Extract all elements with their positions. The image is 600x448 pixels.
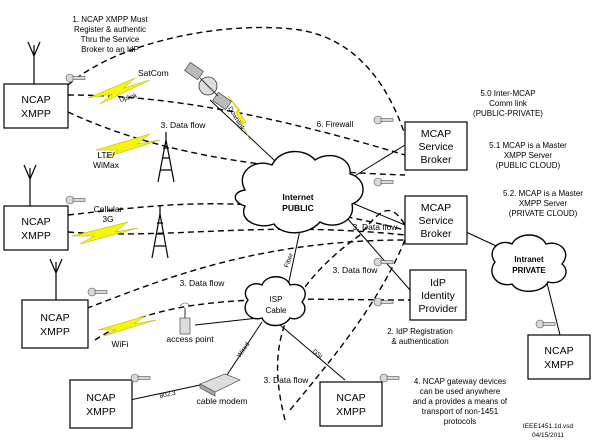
svg-text:NCAP: NCAP xyxy=(336,392,365,404)
svg-text:and a provides a means of: and a provides a means of xyxy=(413,397,508,406)
svg-text:Identity: Identity xyxy=(421,290,456,302)
wifi-label: WiFi xyxy=(112,339,129,349)
access-point-label: access point xyxy=(166,334,214,344)
antenna-icon xyxy=(23,41,63,300)
lte-label-2: WiMax xyxy=(93,160,120,170)
ncap-box-1: NCAP XMPP xyxy=(3,83,69,129)
footer-date: 04/15/2011 xyxy=(532,432,564,439)
internet-label: Internet xyxy=(282,192,313,202)
svg-text:NCAP: NCAP xyxy=(21,94,50,106)
cable-label: Cable xyxy=(266,306,287,315)
dataflow-label: 3. Data flow xyxy=(353,222,399,232)
cellular-label-2: 3G xyxy=(102,214,113,224)
svg-text:NCAP: NCAP xyxy=(86,392,115,404)
dataflow-lines xyxy=(67,26,411,421)
note-5-1: 5.1 MCAP is a Master XMPP Server (PUBLIC… xyxy=(489,141,567,170)
svg-text:XMPP: XMPP xyxy=(544,359,574,371)
intranet-label: Intranet xyxy=(514,255,544,264)
svg-text:NCAP: NCAP xyxy=(40,312,69,324)
svg-text:MCAP: MCAP xyxy=(421,202,451,214)
access-point-icon xyxy=(179,302,191,335)
dataflow-label: 3. Data flow xyxy=(333,265,379,275)
note-5-2: 5.2. MCAP is a Master XMPP Server (PRIVA… xyxy=(503,189,583,218)
svg-text:Comm link: Comm link xyxy=(489,99,528,108)
public-label: PUBLIC xyxy=(282,203,314,213)
footer-file: IEEE1451.1d.vsd xyxy=(523,423,574,430)
svg-text:NCAP: NCAP xyxy=(21,216,50,228)
svg-text:(PRIVATE CLOUD): (PRIVATE CLOUD) xyxy=(509,209,578,218)
wireless-bolts xyxy=(71,77,251,337)
svg-text:protocols: protocols xyxy=(444,417,476,426)
svg-text:5.1 MCAP is a Master: 5.1 MCAP is a Master xyxy=(489,141,567,150)
ncap-box-3: NCAP XMPP xyxy=(21,299,89,349)
note-1: 1. NCAP XMPP Must Register & authentic T… xyxy=(72,15,148,54)
std-8023-label: 802.3 xyxy=(159,390,177,400)
svg-text:Provider: Provider xyxy=(418,303,458,315)
dsl-label: DSL xyxy=(311,348,325,362)
ncap-box-5: NCAP XMPP xyxy=(319,381,383,427)
svg-text:transport of non-1451: transport of non-1451 xyxy=(422,407,499,416)
svg-text:(PUBLIC-PRIVATE): (PUBLIC-PRIVATE) xyxy=(473,109,543,118)
isp-label: ISP xyxy=(270,295,283,304)
svg-text:MCAP: MCAP xyxy=(421,128,451,140)
wired-label: Wired xyxy=(236,341,252,359)
uplink-label: Uplink xyxy=(119,92,139,104)
svg-text:5.0 Inter-MCAP: 5.0 Inter-MCAP xyxy=(480,89,535,98)
svg-text:XMPP: XMPP xyxy=(336,406,366,418)
svg-text:XMPP: XMPP xyxy=(21,108,51,120)
satellite-icon xyxy=(184,61,232,111)
svg-text:& authentication: & authentication xyxy=(391,337,448,346)
note-4: 4. NCAP gateway devices can be used anyw… xyxy=(413,377,508,426)
svg-text:4. NCAP gateway devices: 4. NCAP gateway devices xyxy=(414,377,506,386)
svg-text:NCAP: NCAP xyxy=(544,345,573,357)
svg-text:XMPP: XMPP xyxy=(21,230,51,242)
isp-cloud: ISP Cable xyxy=(244,276,306,327)
svg-text:Service: Service xyxy=(418,215,453,227)
svg-text:XMPP Server: XMPP Server xyxy=(504,151,553,160)
key-icons xyxy=(65,73,556,383)
cable-modem-label: cable modem xyxy=(196,396,247,406)
ncap-box-2: NCAP XMPP xyxy=(3,205,69,251)
cable-modem-icon xyxy=(199,373,241,397)
dataflow-label: 3. Data flow xyxy=(161,120,207,130)
svg-text:Thru the Service: Thru the Service xyxy=(81,35,140,44)
svg-text:IdP: IdP xyxy=(430,277,446,289)
svg-text:(PUBLIC CLOUD): (PUBLIC CLOUD) xyxy=(496,161,561,170)
svg-text:Broker: Broker xyxy=(421,228,452,240)
intranet-cloud: Intranet PRIVATE xyxy=(491,234,567,292)
svg-text:Service: Service xyxy=(418,141,453,153)
svg-text:Broker: Broker xyxy=(421,154,452,166)
svg-text:1. NCAP XMPP Must: 1. NCAP XMPP Must xyxy=(72,15,148,24)
lte-label-1: LTE/ xyxy=(97,150,115,160)
idp-identity-provider: IdP Identity Provider xyxy=(409,269,467,321)
firewall-label: 6. Firewall xyxy=(317,120,354,129)
internet-cloud: Internet PUBLIC xyxy=(234,150,364,234)
svg-text:Broker to an IdP: Broker to an IdP xyxy=(81,45,139,54)
satcom-label: SatCom xyxy=(138,68,169,78)
mcap-service-broker-2: MCAP Service Broker xyxy=(404,195,468,245)
svg-text:2. IdP Registration: 2. IdP Registration xyxy=(387,327,453,336)
svg-text:Register & authentic: Register & authentic xyxy=(74,25,146,34)
ncap-box-6: NCAP XMPP xyxy=(527,334,591,380)
private-label: PRIVATE xyxy=(512,266,546,275)
svg-text:XMPP Server: XMPP Server xyxy=(519,199,568,208)
cell-tower-icon xyxy=(151,132,175,259)
mcap-service-broker-1: MCAP Service Broker xyxy=(404,121,468,171)
cellular-label-1: Cellular xyxy=(94,204,123,214)
dataflow-label: 3. Data flow xyxy=(180,278,226,288)
dataflow-label: 3. Data flow xyxy=(264,375,310,385)
svg-text:XMPP: XMPP xyxy=(86,406,116,418)
ncap-box-4: NCAP XMPP xyxy=(69,379,133,429)
svg-text:can be used anywhere: can be used anywhere xyxy=(420,387,501,396)
fiber-label: Fiber xyxy=(283,252,295,269)
note-2: 2. IdP Registration & authentication xyxy=(387,327,453,346)
svg-text:5.2. MCAP is a Master: 5.2. MCAP is a Master xyxy=(503,189,583,198)
svg-text:XMPP: XMPP xyxy=(40,326,70,338)
note-5-0: 5.0 Inter-MCAP Comm link (PUBLIC-PRIVATE… xyxy=(473,89,543,118)
